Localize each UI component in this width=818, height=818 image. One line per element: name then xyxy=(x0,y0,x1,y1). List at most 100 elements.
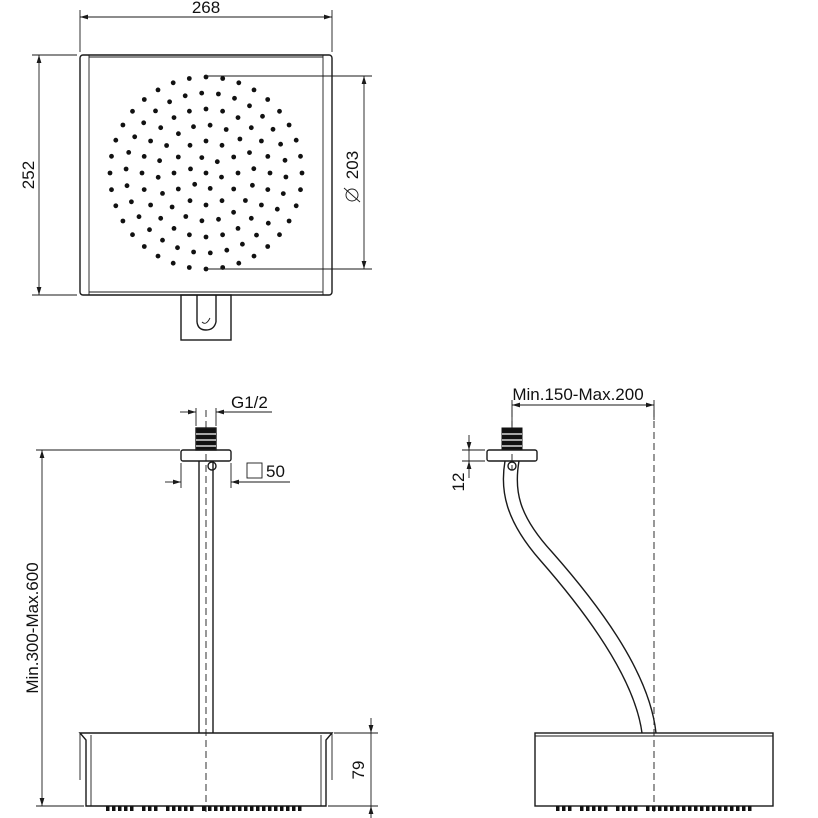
nozzle-tip xyxy=(262,806,266,811)
nozzle-tip xyxy=(730,806,734,811)
nozzle-tip xyxy=(604,806,608,811)
spray-nozzle xyxy=(250,183,255,188)
spray-nozzle xyxy=(271,127,276,132)
spray-nozzle xyxy=(265,187,270,192)
spray-nozzle xyxy=(142,154,147,159)
spray-nozzle xyxy=(140,171,145,176)
spray-nozzle xyxy=(183,214,188,219)
spray-nozzle xyxy=(167,99,172,104)
spray-nozzle xyxy=(142,187,147,192)
spray-nozzle xyxy=(277,109,282,114)
spray-nozzle xyxy=(192,182,197,187)
spray-nozzle xyxy=(171,80,176,85)
dimension-head-height: 79 xyxy=(328,718,378,818)
nozzle-tip xyxy=(178,806,182,811)
spray-nozzle xyxy=(220,232,225,237)
nozzle-tip xyxy=(130,806,134,811)
spray-nozzle xyxy=(236,115,241,120)
spray-nozzle xyxy=(260,114,265,119)
spray-nozzle xyxy=(130,109,135,114)
spray-nozzle xyxy=(188,198,193,203)
spray-nozzle xyxy=(278,142,283,147)
nozzle-tip xyxy=(142,806,146,811)
spray-nozzle xyxy=(170,205,175,210)
spray-nozzle xyxy=(300,171,305,176)
nozzle-tip xyxy=(292,806,296,811)
nozzle-tip xyxy=(232,806,236,811)
nozzle-tip xyxy=(214,806,218,811)
spray-nozzle xyxy=(176,131,181,136)
spray-nozzle xyxy=(251,166,256,171)
nozzle-tip xyxy=(658,806,662,811)
spray-nozzle xyxy=(265,244,270,249)
spray-nozzle xyxy=(294,138,299,143)
spray-nozzle xyxy=(176,155,181,160)
spray-nozzle xyxy=(224,248,229,253)
spray-nozzle xyxy=(156,88,161,93)
spray-nozzle xyxy=(199,155,204,160)
arm-connector-top xyxy=(181,295,231,340)
spray-nozzle xyxy=(164,143,169,148)
spray-nozzle xyxy=(252,254,257,259)
nozzle-tip xyxy=(706,806,710,811)
spray-nozzle xyxy=(259,203,264,208)
spray-nozzle xyxy=(183,93,188,98)
nozzle-tip xyxy=(580,806,584,811)
spray-nozzle xyxy=(204,171,209,176)
spray-nozzle xyxy=(172,226,177,231)
spray-nozzle xyxy=(215,159,220,164)
spray-nozzle xyxy=(187,265,192,270)
nozzle-tip xyxy=(748,806,752,811)
spray-nozzle xyxy=(158,216,163,221)
nozzle-tip xyxy=(118,806,122,811)
spray-nozzle xyxy=(287,219,292,224)
nozzle-tip xyxy=(106,806,110,811)
dimension-label-head-height: 79 xyxy=(349,761,368,780)
spray-nozzle xyxy=(204,139,209,144)
spray-nozzle xyxy=(232,96,237,101)
spray-nozzle xyxy=(268,171,273,176)
nozzle-tip xyxy=(634,806,638,811)
spray-nozzle xyxy=(298,154,303,159)
spray-nozzle xyxy=(224,127,229,132)
nozzle-tip xyxy=(172,806,176,811)
diameter-icon xyxy=(344,188,360,202)
spray-nozzle xyxy=(252,88,257,93)
nozzle-tip xyxy=(700,806,704,811)
spray-nozzle xyxy=(208,186,213,191)
nozzle-row-side xyxy=(556,806,752,811)
nozzle-tip xyxy=(268,806,272,811)
spray-nozzle xyxy=(231,210,236,215)
spray-nozzle xyxy=(142,244,147,249)
nozzle-tip xyxy=(712,806,716,811)
nozzle-tip xyxy=(190,806,194,811)
spray-nozzle xyxy=(216,92,221,97)
nozzle-tip xyxy=(184,806,188,811)
spray-nozzle xyxy=(238,137,243,142)
spray-nozzle xyxy=(283,158,288,163)
spray-nozzle xyxy=(220,76,225,81)
nozzle-tip xyxy=(586,806,590,811)
nozzle-tip xyxy=(652,806,656,811)
nozzle-tip xyxy=(208,806,212,811)
spray-nozzle xyxy=(204,107,209,112)
spray-nozzle xyxy=(236,226,241,231)
spray-nozzle xyxy=(187,76,192,81)
spray-nozzle xyxy=(281,191,286,196)
spray-nozzle xyxy=(153,109,158,114)
nozzle-tip xyxy=(280,806,284,811)
nozzle-tip xyxy=(670,806,674,811)
spray-nozzle-pattern xyxy=(108,75,305,272)
spray-nozzle xyxy=(156,254,161,259)
spray-nozzle xyxy=(265,154,270,159)
spray-nozzle xyxy=(254,233,259,238)
thread-fitting-front xyxy=(196,428,216,450)
nozzle-tip xyxy=(568,806,572,811)
dimension-offset: Min.150-Max.200 xyxy=(512,385,654,426)
spray-nozzle xyxy=(266,221,271,226)
spray-nozzle xyxy=(284,175,289,180)
nozzle-tip xyxy=(724,806,728,811)
spray-nozzle xyxy=(191,124,196,129)
spray-nozzle xyxy=(121,123,126,128)
